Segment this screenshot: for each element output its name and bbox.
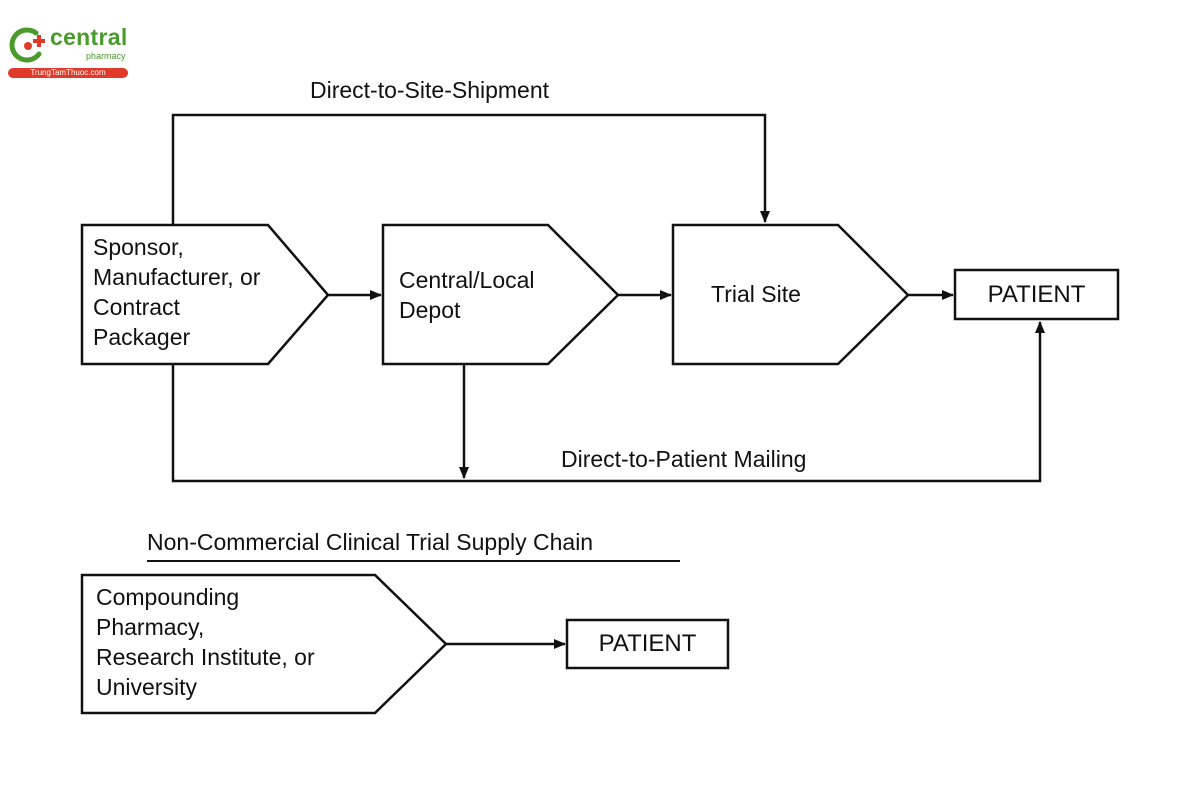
noncommercial-patient-box — [565, 618, 730, 670]
depot-line: Depot — [399, 297, 461, 323]
trial-site-box — [671, 223, 910, 366]
central-pharmacy-logo: central pharmacy TrungTamThuoc.com — [6, 24, 136, 82]
logo-brand-text: central — [50, 24, 128, 50]
direct-to-site-connector — [171, 113, 770, 225]
noncommercial-source-line: Pharmacy, — [96, 614, 205, 640]
depot-line: Central/Local — [399, 267, 535, 293]
logo-url-bar: TrungTamThuoc.com — [8, 68, 128, 78]
sponsor-box — [80, 223, 330, 366]
direct-to-site-label: Direct-to-Site-Shipment — [310, 77, 550, 103]
sponsor-line: Packager — [93, 324, 191, 350]
noncommercial-source-text: Compounding Pharmacy, Research Institute… — [96, 582, 315, 702]
depot-box — [381, 223, 620, 366]
noncommercial-patient-text: PATIENT — [598, 630, 697, 657]
noncommercial-source-line: University — [96, 674, 197, 700]
logo-mark-icon — [9, 27, 45, 63]
noncommercial-source-line: Compounding — [96, 584, 240, 610]
sponsor-line: Sponsor, — [93, 234, 184, 260]
patient-box — [953, 268, 1120, 321]
sponsor-line: Manufacturer, or — [93, 264, 261, 290]
sponsor-line: Contract — [93, 294, 180, 320]
trial-site-text: Trial Site — [711, 281, 801, 307]
noncommercial-heading: Non-Commercial Clinical Trial Supply Cha… — [147, 529, 594, 555]
direct-to-patient-connector — [171, 321, 1045, 483]
direct-to-patient-label: Direct-to-Patient Mailing — [561, 446, 807, 472]
depot-text: Central/Local Depot — [399, 265, 535, 325]
logo-sub-text: pharmacy — [86, 51, 126, 61]
noncommercial-source-box — [80, 573, 448, 715]
noncommercial-source-line: Research Institute, or — [96, 644, 315, 670]
sponsor-text: Sponsor, Manufacturer, or Contract Packa… — [93, 232, 260, 352]
patient-text: PATIENT — [987, 281, 1086, 308]
